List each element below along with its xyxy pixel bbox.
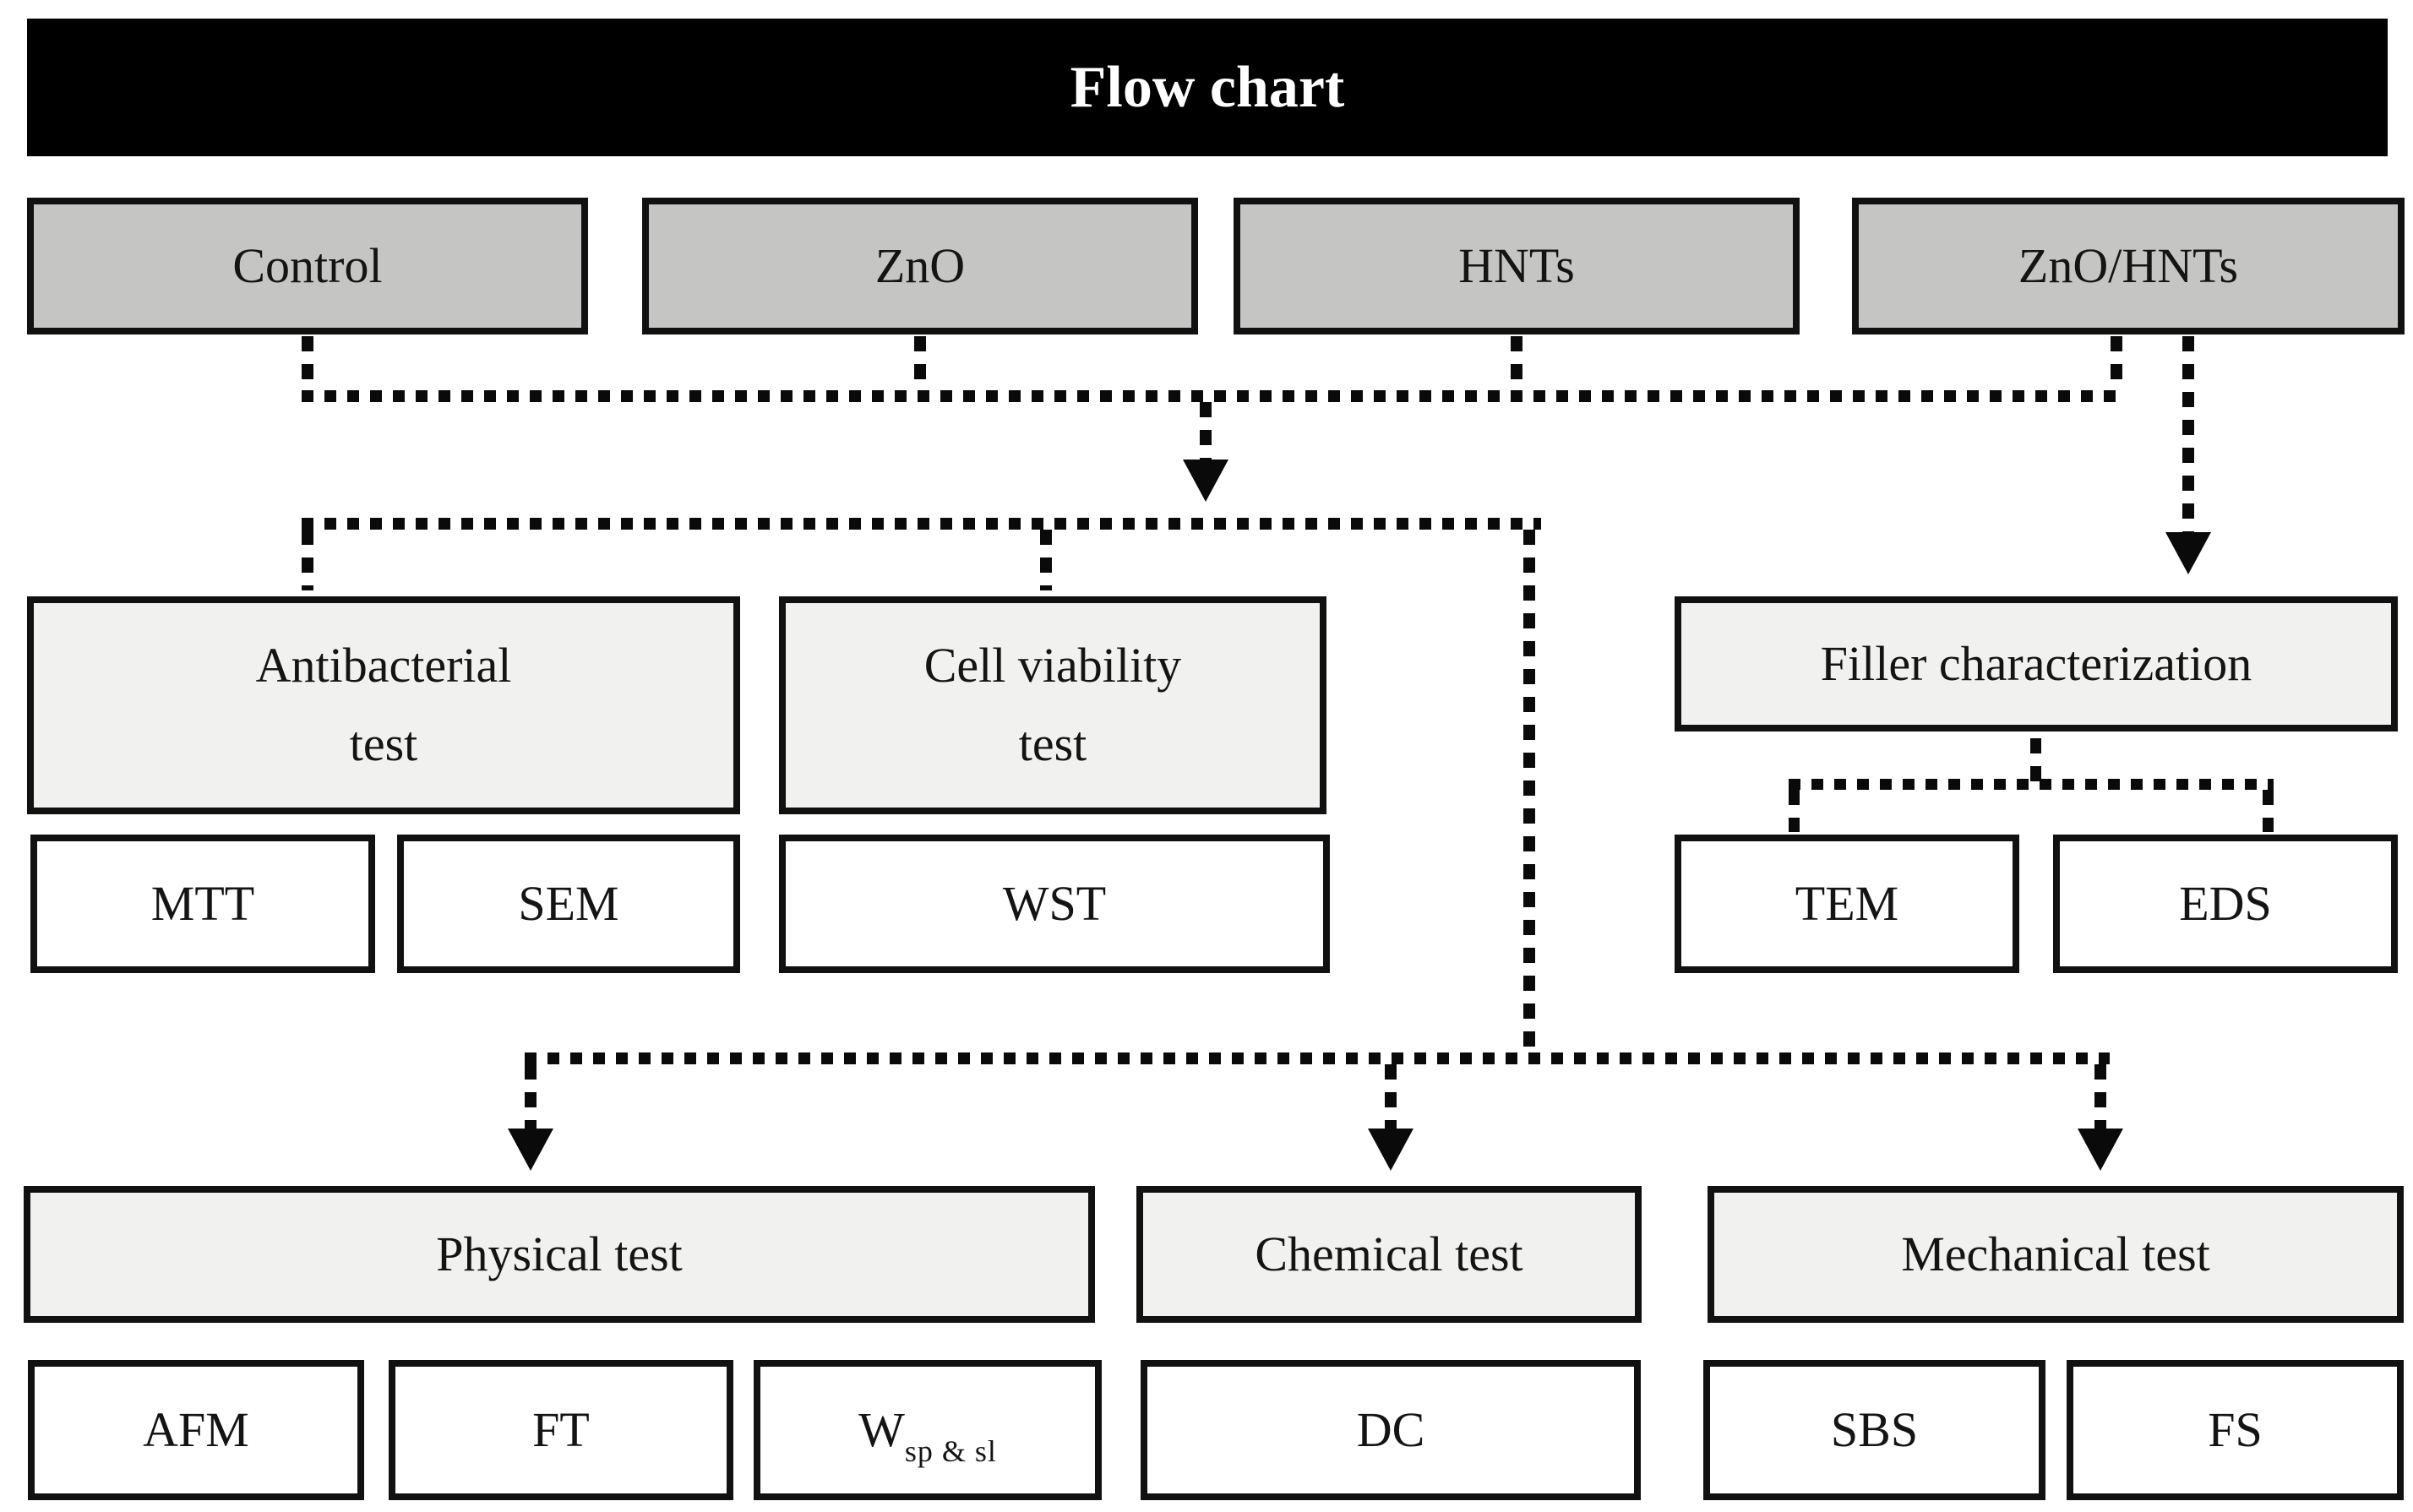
connector-gather-line	[302, 390, 2122, 402]
connector-stub-hnts	[1511, 336, 1522, 392]
test-label: Physical test	[436, 1226, 683, 1281]
test-label: Filler characterization	[1820, 635, 2252, 691]
connector-stub-cell-viability	[1040, 530, 1052, 590]
test-box-cell-viability: Cell viability test	[779, 596, 1326, 814]
test-box-mechanical: Mechanical test	[1708, 1186, 2404, 1323]
test-label: Chemical test	[1255, 1226, 1523, 1281]
method-box-eds: EDS	[2053, 835, 2398, 973]
connector-bottom-line	[525, 1052, 2110, 1064]
method-label: TEM	[1795, 875, 1899, 931]
method-box-dc: DC	[1141, 1360, 1641, 1500]
arrowhead-chemical	[1368, 1129, 1413, 1171]
method-box-sbs: SBS	[1703, 1360, 2045, 1500]
method-label: FS	[2208, 1401, 2263, 1457]
connector-filler-drop-line	[2182, 336, 2194, 536]
method-box-afm: AFM	[28, 1360, 364, 1500]
connector-long-drop-line	[1523, 530, 1535, 1053]
test-label-line1: Cell viability	[923, 638, 1182, 693]
connector-drop-physical	[525, 1064, 537, 1130]
material-box-hnts: HNTs	[1234, 198, 1800, 334]
connector-filler-line	[1789, 779, 2274, 790]
connector-stub-zno	[914, 336, 926, 392]
connector-drop-chemical	[1385, 1064, 1397, 1130]
test-label: Mechanical test	[1901, 1226, 2210, 1281]
method-box-tem: TEM	[1675, 835, 2019, 973]
material-box-control: Control	[27, 198, 588, 334]
connector-stub-eds	[2263, 790, 2274, 832]
test-box-chemical: Chemical test	[1136, 1186, 1642, 1323]
connector-tests-line	[302, 518, 1541, 530]
material-label: Control	[232, 237, 383, 293]
diagram-title-banner: Flow chart	[27, 19, 2388, 156]
method-label: MTT	[150, 875, 255, 931]
connector-stub-filler-down	[2030, 738, 2041, 784]
method-box-ft: FT	[389, 1360, 733, 1500]
method-box-wst: WST	[779, 835, 1330, 973]
method-label: FT	[532, 1401, 590, 1457]
connector-stub-tem	[1789, 790, 1800, 832]
arrowhead-center	[1183, 460, 1228, 502]
method-label: EDS	[2179, 875, 2272, 931]
method-box-sem: SEM	[397, 835, 740, 973]
test-label-line2: test	[349, 716, 418, 771]
material-box-zno: ZnO	[642, 198, 1198, 334]
method-box-water-sorption: Wsp & sl	[754, 1360, 1102, 1500]
test-box-antibacterial: Antibacterial test	[27, 596, 740, 814]
test-box-filler-characterization: Filler characterization	[1675, 596, 2398, 732]
material-box-zno-hnts: ZnO/HNTs	[1852, 198, 2405, 334]
method-label: AFM	[143, 1401, 249, 1457]
arrowhead-filler	[2165, 532, 2211, 574]
material-label: HNTs	[1458, 237, 1575, 293]
diagram-title: Flow chart	[1070, 54, 1345, 120]
method-label-subscript: sp & sl	[904, 1433, 997, 1468]
connector-stub-zno-hnts	[2111, 336, 2122, 392]
material-label: ZnO	[874, 237, 966, 293]
method-box-fs: FS	[2067, 1360, 2404, 1500]
connector-stub-control	[302, 336, 313, 392]
test-box-physical: Physical test	[24, 1186, 1095, 1323]
connector-center-drop-line	[1200, 402, 1212, 461]
test-label-line2: test	[1018, 716, 1087, 771]
material-label: ZnO/HNTs	[2018, 237, 2239, 293]
connector-drop-mechanical	[2094, 1064, 2106, 1130]
test-label-line1: Antibacterial	[255, 638, 512, 693]
arrowhead-physical	[508, 1129, 553, 1171]
arrowhead-mechanical	[2078, 1129, 2123, 1171]
method-box-mtt: MTT	[30, 835, 375, 973]
method-label: DC	[1356, 1401, 1425, 1457]
method-label: W	[858, 1401, 905, 1457]
method-label: SEM	[518, 875, 619, 931]
method-label: WST	[1002, 875, 1107, 931]
method-label: SBS	[1830, 1401, 1919, 1457]
connector-stub-antibacterial	[302, 530, 313, 590]
